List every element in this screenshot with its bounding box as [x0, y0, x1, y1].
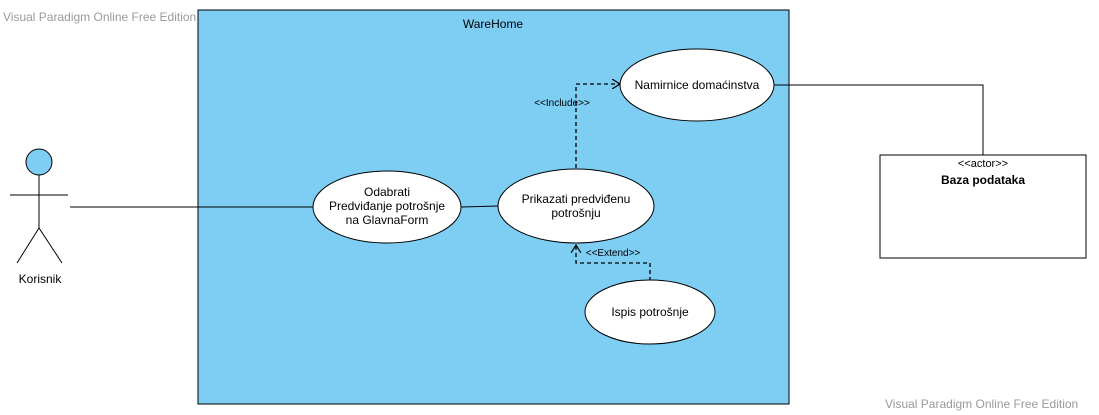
use-case-select-line-2: Predviđanje potrošnje [329, 199, 445, 213]
use-case-print-label: Ispis potrošnje [611, 305, 689, 319]
actor-database-name: Baza podataka [941, 173, 1025, 187]
include-relation [575, 84, 620, 168]
use-case-select-line-1: Odabrati [364, 185, 410, 199]
use-case-select-line-3: na GlavnaForm [346, 213, 429, 227]
use-case-print[interactable]: Ispis potrošnje [584, 279, 716, 345]
use-case-show-prediction[interactable]: Prikazati predviđenu potrošnju [497, 168, 655, 244]
actor-korisnik-label: Korisnik [19, 272, 63, 286]
association-select-show [460, 205, 499, 208]
use-case-groceries[interactable]: Namirnice domaćinstva [619, 48, 775, 122]
system-name: WareHome [463, 17, 524, 31]
association-groceries-database [774, 84, 984, 155]
use-case-show-line-1: Prikazati predviđenu [522, 192, 631, 206]
extend-label: <<Extend>> [586, 248, 641, 259]
use-case-groceries-label: Namirnice domaćinstva [635, 78, 760, 92]
actor-korisnik[interactable] [10, 148, 68, 264]
use-case-show-line-2: potrošnju [551, 206, 600, 220]
include-label: <<Include>> [534, 98, 590, 109]
actor-database-stereotype: <<actor>> [958, 158, 1008, 170]
extend-relation [576, 245, 651, 281]
actor-head [25, 148, 53, 176]
watermark-bottom: Visual Paradigm Online Free Edition [885, 397, 1079, 411]
watermark-top: Visual Paradigm Online Free Edition [3, 10, 197, 24]
actor-database[interactable]: <<actor>> Baza podataka [879, 154, 1087, 259]
use-case-select-prediction[interactable]: Odabrati Predviđanje potrošnje na Glavna… [312, 170, 462, 244]
